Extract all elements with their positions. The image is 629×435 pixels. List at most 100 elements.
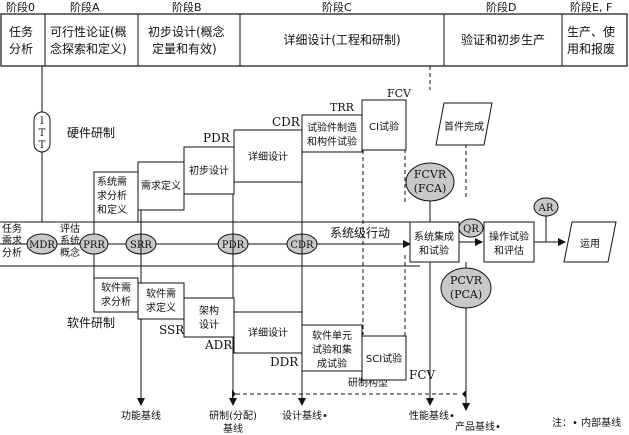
arch-design-line1: 架构 bbox=[199, 304, 219, 317]
task-req-line3: 分析 bbox=[2, 246, 22, 259]
eval-line2: 系统 bbox=[60, 234, 80, 247]
fcv-lower-label: FCV bbox=[409, 368, 436, 382]
fcvr-oval bbox=[405, 162, 455, 202]
pcvr-oval bbox=[440, 267, 492, 309]
performance-baseline-label: 性能基线• bbox=[409, 409, 455, 422]
req-def-label: 需求定义 bbox=[141, 179, 181, 192]
cdr-upper-label: CDR bbox=[272, 115, 301, 129]
dashed-guides bbox=[236, 66, 467, 395]
arch-design-box bbox=[183, 297, 235, 338]
op-test-line2: 和评估 bbox=[494, 244, 524, 257]
itt-letter-2: T bbox=[39, 128, 46, 139]
sw-req-def-box bbox=[137, 282, 185, 320]
op-test-line1: 操作试验 bbox=[489, 230, 529, 243]
sw-req-def-line1: 软件需 bbox=[146, 287, 176, 300]
pcvr-line1: PCVR bbox=[450, 274, 483, 287]
sys-req-line3: 和定义 bbox=[97, 203, 127, 216]
qr-label: QR bbox=[463, 224, 479, 235]
footnote-internal-baseline: 注：• 内部基线 bbox=[552, 416, 621, 429]
task-req-line1: 任务 bbox=[2, 222, 22, 235]
dev-config-arrow-left bbox=[232, 390, 236, 398]
eval-line1: 评估 bbox=[60, 222, 80, 235]
system-integration-line2: 和试验 bbox=[419, 244, 449, 257]
dev-config-arrow-right bbox=[462, 390, 466, 398]
fcvr-line1: FCVR bbox=[414, 168, 447, 181]
hardware-dev-label: 硬件研制 bbox=[67, 126, 115, 140]
adr-label: ADR bbox=[204, 338, 233, 352]
sw-unit-test-line1: 软件单元 bbox=[312, 329, 352, 342]
sw-req-def-line2: 求定义 bbox=[146, 301, 176, 314]
production-line1: 生产、使 bbox=[567, 24, 615, 39]
production-line2: 用和报废 bbox=[567, 41, 615, 56]
sw-req-analysis-line2: 求分析 bbox=[101, 295, 131, 308]
prelim-design-line1: 初步设计(概念 bbox=[148, 24, 225, 39]
trial-mfg-line2: 和构件试验 bbox=[307, 135, 357, 148]
detail-design-phase: 详细设计(工程和研制) bbox=[283, 32, 400, 47]
trial-mfg-box bbox=[301, 114, 363, 153]
itt-letter-1: I bbox=[40, 116, 44, 127]
first-article-box bbox=[435, 102, 493, 146]
pdr-upper-label: PDR bbox=[203, 131, 231, 145]
mdr-label: MDR bbox=[29, 240, 55, 251]
qr-oval bbox=[458, 218, 484, 238]
detail-design-box bbox=[233, 129, 303, 183]
phase-d-label: 阶段D bbox=[486, 0, 516, 14]
sw-detail-design-label: 详细设计 bbox=[248, 326, 288, 339]
prelim-design-line2: 定量和有效) bbox=[152, 41, 217, 56]
prr-label: PRR bbox=[83, 240, 105, 251]
software-dev-label: 软件研制 bbox=[67, 316, 115, 330]
dev-baseline-line1: 研制(分配) bbox=[209, 409, 257, 422]
operate-box bbox=[563, 221, 617, 263]
sw-unit-test-line3: 成试验 bbox=[317, 357, 347, 370]
sw-unit-test-box bbox=[301, 324, 363, 372]
functional-baseline-label: 功能基线 bbox=[121, 409, 161, 422]
pcvr-line2: (PCA) bbox=[450, 288, 482, 301]
phase-0-label: 阶段0 bbox=[6, 0, 35, 14]
fcv-upper-label: FCV bbox=[387, 87, 412, 100]
design-baseline-label: 设计基线• bbox=[282, 409, 328, 422]
fcvr-line2: (FCA) bbox=[414, 182, 447, 195]
feasibility-line2: 念探索和定义) bbox=[50, 41, 127, 56]
detail-design-label: 详细设计 bbox=[248, 150, 288, 163]
arch-design-line2: 设计 bbox=[199, 318, 219, 331]
ci-test-label: CI试验 bbox=[369, 120, 399, 133]
sw-req-analysis-line1: 软件需 bbox=[101, 281, 131, 294]
task-analysis-line1: 任务 bbox=[9, 24, 33, 39]
phase-header-bar bbox=[0, 13, 628, 67]
prelim-design-box bbox=[183, 146, 235, 195]
phase-a-label: 阶段A bbox=[70, 0, 100, 14]
ci-test-box bbox=[361, 99, 407, 151]
sys-req-box bbox=[93, 171, 139, 223]
ddr-label: DDR bbox=[270, 355, 299, 369]
dev-baseline-line2: 基线 bbox=[223, 422, 243, 435]
system-integration-line1: 系统集成 bbox=[414, 230, 454, 243]
verify-phase: 验证和初步生产 bbox=[461, 32, 545, 47]
op-test-box bbox=[483, 221, 535, 263]
prelim-design-label: 初步设计 bbox=[189, 164, 229, 177]
itt-letter-3: T bbox=[39, 140, 46, 151]
sci-test-label: SCI试验 bbox=[366, 352, 402, 365]
product-baseline-label: 产品基线• bbox=[455, 420, 501, 433]
task-analysis-line2: 分析 bbox=[9, 42, 33, 56]
system-band bbox=[0, 221, 420, 267]
phase-b-label: 阶段B bbox=[172, 0, 202, 14]
ar-label: AR bbox=[538, 203, 554, 214]
operate-label: 运用 bbox=[580, 238, 600, 250]
sci-test-box bbox=[361, 335, 407, 381]
trial-mfg-line1: 试验件制造 bbox=[307, 121, 357, 134]
phase-c-label: 阶段C bbox=[322, 0, 352, 14]
system-integration-box bbox=[409, 221, 460, 263]
sw-unit-test-line2: 试验和集 bbox=[312, 343, 352, 356]
trr-label: TRR bbox=[330, 101, 355, 114]
mdr-oval bbox=[26, 233, 58, 255]
itt-capsule bbox=[33, 111, 51, 153]
feasibility-line1: 可行性论证(概 bbox=[50, 25, 127, 39]
ssr-label: SSR bbox=[159, 323, 185, 337]
first-article-label: 首件完成 bbox=[444, 120, 484, 133]
sys-req-line1: 系统需 bbox=[97, 175, 127, 188]
system-action-label: 系统级行动 bbox=[330, 226, 390, 240]
eval-line3: 概念 bbox=[60, 246, 80, 259]
sys-req-line2: 求分析 bbox=[97, 189, 127, 202]
